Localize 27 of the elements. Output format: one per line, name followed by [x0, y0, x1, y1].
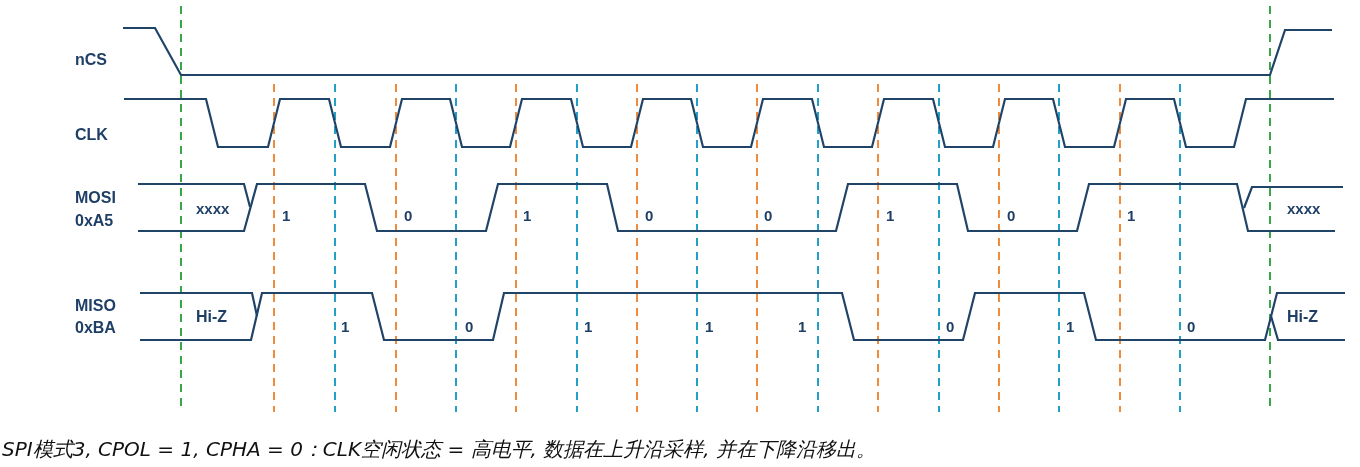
bit-label: 1	[523, 208, 532, 223]
bit-label: 1	[584, 319, 593, 334]
bit-label: 1	[1127, 208, 1136, 223]
bit-label: 0	[946, 319, 955, 334]
bit-label: 1	[798, 319, 807, 334]
bit-label: 1	[341, 319, 350, 334]
signal-label: 0xA5	[75, 213, 114, 229]
bus-state-label: xxxx	[196, 201, 230, 216]
bus-state-label: Hi-Z	[1287, 309, 1319, 325]
signal-label: MOSI	[75, 190, 116, 206]
bit-label: 0	[1187, 319, 1196, 334]
bit-label: 0	[404, 208, 413, 223]
signal-label: 0xBA	[75, 320, 116, 336]
bit-label: 0	[465, 319, 474, 334]
bit-label: 0	[764, 208, 773, 223]
signal-label: MISO	[75, 298, 116, 314]
bit-label: 1	[705, 319, 714, 334]
bit-label: 1	[886, 208, 895, 223]
caption: SPI模式3, CPOL = 1, CPHA = 0：CLK空闲状态 = 高电平, 数据在上升沿采样, 并在下降沿移出。	[2, 436, 876, 463]
bit-label: 0	[1007, 208, 1016, 223]
signal-label: nCS	[75, 52, 107, 68]
bit-label: 1	[1066, 319, 1075, 334]
bus-state-label: xxxx	[1287, 201, 1321, 216]
bus-state-label: Hi-Z	[196, 309, 228, 325]
bit-label: 1	[282, 208, 291, 223]
bit-label: 0	[645, 208, 654, 223]
signal-label: CLK	[75, 127, 108, 143]
